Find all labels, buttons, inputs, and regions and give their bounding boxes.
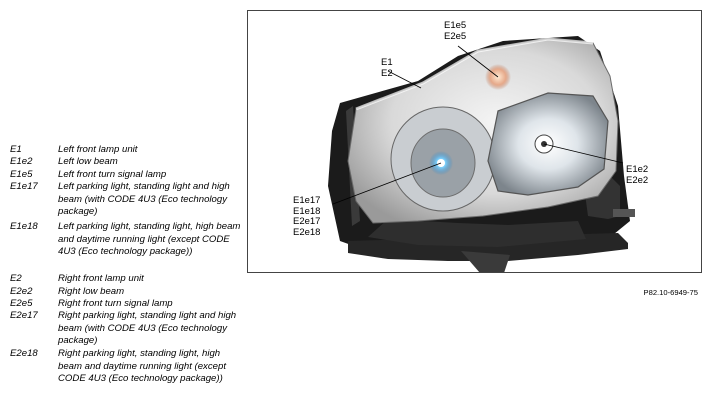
headlamp-figure: E1e5 E2e5 E1 E2 E1e2 E2e2 E1e17 E1e18 E2… <box>247 10 702 273</box>
legend-desc: Left low beam <box>58 156 118 168</box>
callout-label: E2e5 <box>444 30 467 42</box>
callout-turn-signal: E1e5 E2e5 <box>444 20 467 42</box>
legend-code: E1 <box>10 144 22 155</box>
callout-label: E1e17 <box>293 195 321 206</box>
headlamp-illustration <box>328 36 635 272</box>
figure-reference: P82.10-6949-75 <box>643 288 698 297</box>
legend-desc: Right parking light, standing light and … <box>58 310 237 347</box>
legend-row: E2e5 Right front turn signal lamp <box>10 298 246 310</box>
legend-code: E2e17 <box>10 310 38 322</box>
callout-label: E2 <box>381 67 393 79</box>
legend-row: E2e18 Right parking light, standing ligh… <box>10 348 246 398</box>
callout-label: E1e5 <box>444 20 467 31</box>
legend-row: E1e18 Left parking light, standing light… <box>10 221 246 273</box>
legend-row: E1e2 Left low beam <box>10 156 246 168</box>
callout-lamp-unit: E1 E2 <box>381 57 393 79</box>
callout-label: E1e18 <box>293 205 321 217</box>
callout-label: E2e17 <box>293 216 321 227</box>
callout-label: E2e2 <box>626 174 649 186</box>
callout-label: E1 <box>381 57 393 68</box>
legend-desc: Left front turn signal lamp <box>58 168 167 180</box>
callout-label: E2e18 <box>293 226 321 238</box>
legend-desc: Right front turn signal lamp <box>58 297 173 309</box>
legend-desc: Left parking light, standing light and h… <box>58 181 230 217</box>
legend: E1 Left front lamp unit E1e2 Left low be… <box>10 144 246 398</box>
callout-low-beam: E1e2 E2e2 <box>626 164 649 186</box>
legend-code: E1e2 <box>10 156 33 168</box>
legend-code: E2 <box>10 273 22 285</box>
callout-parking-lights: E1e17 E1e18 E2e17 E2e18 <box>293 195 321 238</box>
legend-code: E2e2 <box>10 285 33 297</box>
legend-desc: Left front lamp unit <box>58 144 138 155</box>
legend-desc: Right parking light, standing light, hig… <box>58 348 226 385</box>
legend-row: E1 Left front lamp unit <box>10 144 246 156</box>
legend-code: E2e18 <box>10 348 38 360</box>
legend-desc: Left parking light, standing light, high… <box>58 221 241 257</box>
legend-code: E1e17 <box>10 181 38 193</box>
left-reflector <box>390 106 496 212</box>
legend-desc: Right front lamp unit <box>58 273 144 285</box>
legend-code: E1e5 <box>10 168 33 180</box>
leader-lines <box>332 45 624 205</box>
legend-row: E1e17 Left parking light, standing light… <box>10 181 246 221</box>
legend-row: E2 Right front lamp unit <box>10 273 246 285</box>
legend-desc: Right low beam <box>58 285 125 297</box>
legend-code: E1e18 <box>10 221 38 233</box>
legend-row: E2e17 Right parking light, standing ligh… <box>10 310 246 348</box>
legend-code: E2e5 <box>10 297 33 309</box>
legend-row: E2e2 Right low beam <box>10 286 246 298</box>
callout-label: E1e2 <box>626 164 649 175</box>
legend-row: E1e5 Left front turn signal lamp <box>10 169 246 181</box>
